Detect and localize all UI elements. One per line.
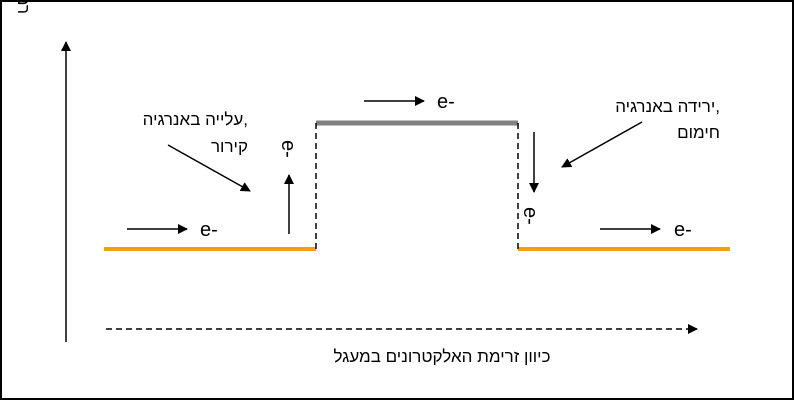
electron-label-left: e- [200, 219, 218, 241]
rise-pointer-arrow [167, 144, 251, 192]
x-axis-label: כיוון זרימת האלקטרונים במעגל [333, 347, 550, 366]
electron-label-rise: e- [277, 140, 299, 158]
rise-label-line2: קירור [211, 137, 248, 156]
fall-pointer-arrow [561, 121, 643, 168]
electron-label-fall: e- [519, 207, 541, 225]
fall-label-line1: ירידה באנרגיה, [615, 97, 720, 116]
y-axis-label: רמת האנרגיה של האלקטרונים בים האלק' [14, 2, 33, 14]
fall-label-line2: חימום [677, 123, 720, 142]
rise-label-line1: עלייה באנרגיה, [143, 110, 248, 129]
electron-label-right: e- [674, 219, 692, 241]
electron-label-top: e- [437, 91, 455, 113]
